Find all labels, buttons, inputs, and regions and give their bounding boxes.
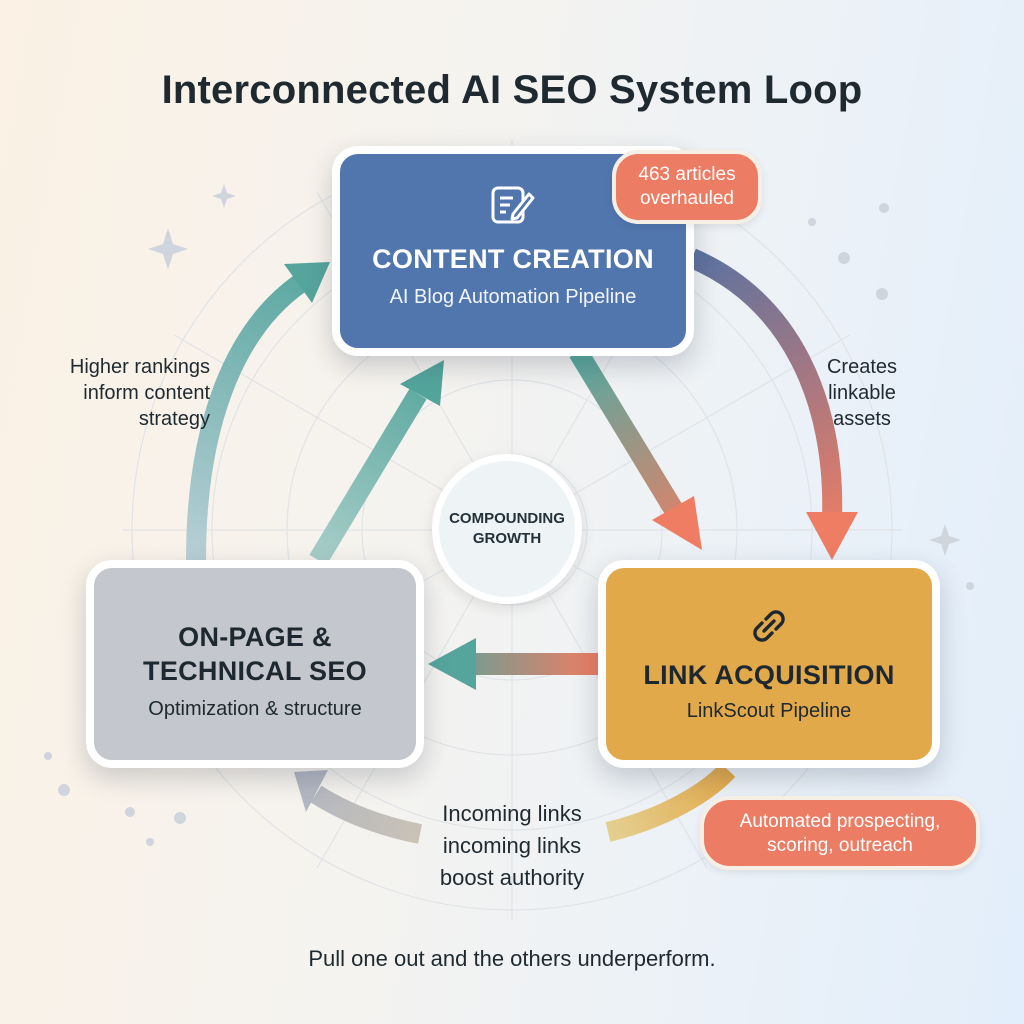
arrowhead-diag: [652, 496, 702, 550]
edge-label-right-line2: linkable: [828, 382, 896, 404]
arrowhead-bottom: [294, 770, 328, 812]
outreach-badge-line2: scoring, outreach: [767, 835, 913, 856]
arrowhead-link: [806, 512, 858, 560]
dot: [879, 203, 889, 213]
articles-badge: 463 articles overhauled: [612, 150, 762, 224]
onpage-subtitle: Optimization & structure: [148, 698, 362, 720]
edge-label-right-line1: Creates: [826, 356, 898, 378]
dot: [44, 752, 52, 760]
cycle-arrows: [186, 248, 858, 844]
link-acquisition-subtitle: LinkScout Pipeline: [686, 700, 852, 722]
edge-label-left-line2: inform content: [83, 382, 210, 404]
edge-label-left-line3: strategy: [138, 408, 210, 430]
arrow-onpage-to-content: [186, 273, 308, 561]
dot: [966, 582, 974, 590]
chain-link-icon: [753, 610, 785, 642]
compounding-growth-hub: COMPOUNDING GROWTH: [432, 454, 582, 604]
onpage-title-line1: ON-PAGE &: [178, 622, 332, 652]
hub-line1: COMPOUNDING: [449, 510, 565, 527]
link-acquisition-node: LINK ACQUISITION LinkScout Pipeline: [598, 560, 940, 768]
dot: [808, 218, 816, 226]
arrowhead-content-left: [284, 262, 330, 303]
edge-label-authority: Incoming links incoming links boost auth…: [400, 798, 624, 894]
articles-badge-line2: overhauled: [639, 188, 735, 209]
articles-badge-line1: 463 articles: [638, 164, 736, 185]
content-creation-subtitle: AI Blog Automation Pipeline: [389, 286, 637, 308]
arrow-onpage-up: [309, 388, 427, 566]
arrowhead-left: [428, 638, 476, 690]
arrow-content-diag: [569, 346, 683, 516]
dot: [146, 838, 154, 846]
sparkle-icon: [212, 184, 236, 208]
onpage-title-line2: TECHNICAL SEO: [143, 656, 367, 686]
edge-label-bottom-line3: boost authority: [439, 865, 585, 890]
decorative-sparkles: [44, 184, 974, 846]
edge-label-bottom-line2: incoming links: [442, 833, 582, 858]
footer-caption: Pull one out and the others underperform…: [308, 946, 716, 971]
arrow-content-to-link: [688, 248, 843, 521]
outreach-badge-line1: Automated prospecting,: [739, 811, 941, 832]
arrow-bottom-right: [605, 762, 736, 842]
sparkle-icon: [148, 228, 188, 270]
page-title: Interconnected AI SEO System Loop: [161, 68, 863, 112]
dot: [876, 288, 888, 300]
onpage-title: ON-PAGE & TECHNICAL SEO: [94, 620, 416, 688]
edge-label-assets: Creates linkable assets: [812, 354, 912, 432]
edge-label-left-line1: Higher rankings: [69, 356, 210, 378]
arrow-bottom-left: [310, 785, 422, 844]
sparkle-icon: [929, 524, 961, 556]
dot: [58, 784, 70, 796]
dot: [125, 807, 135, 817]
dot: [838, 252, 850, 264]
content-creation-title: CONTENT CREATION: [372, 244, 654, 274]
edge-label-bottom-line1: Incoming links: [442, 801, 582, 826]
outreach-badge: Automated prospecting, scoring, outreach: [700, 796, 980, 870]
arrowhead-up: [400, 360, 444, 406]
hub-line2: GROWTH: [472, 530, 542, 547]
onpage-technical-node: ON-PAGE & TECHNICAL SEO Optimization & s…: [86, 560, 424, 768]
edge-label-rankings: Higher rankings inform content strategy: [40, 354, 210, 432]
edit-document-icon: [491, 186, 535, 224]
edge-label-right-line3: assets: [833, 408, 891, 430]
link-acquisition-title: LINK ACQUISITION: [643, 660, 895, 690]
dot: [174, 812, 186, 824]
